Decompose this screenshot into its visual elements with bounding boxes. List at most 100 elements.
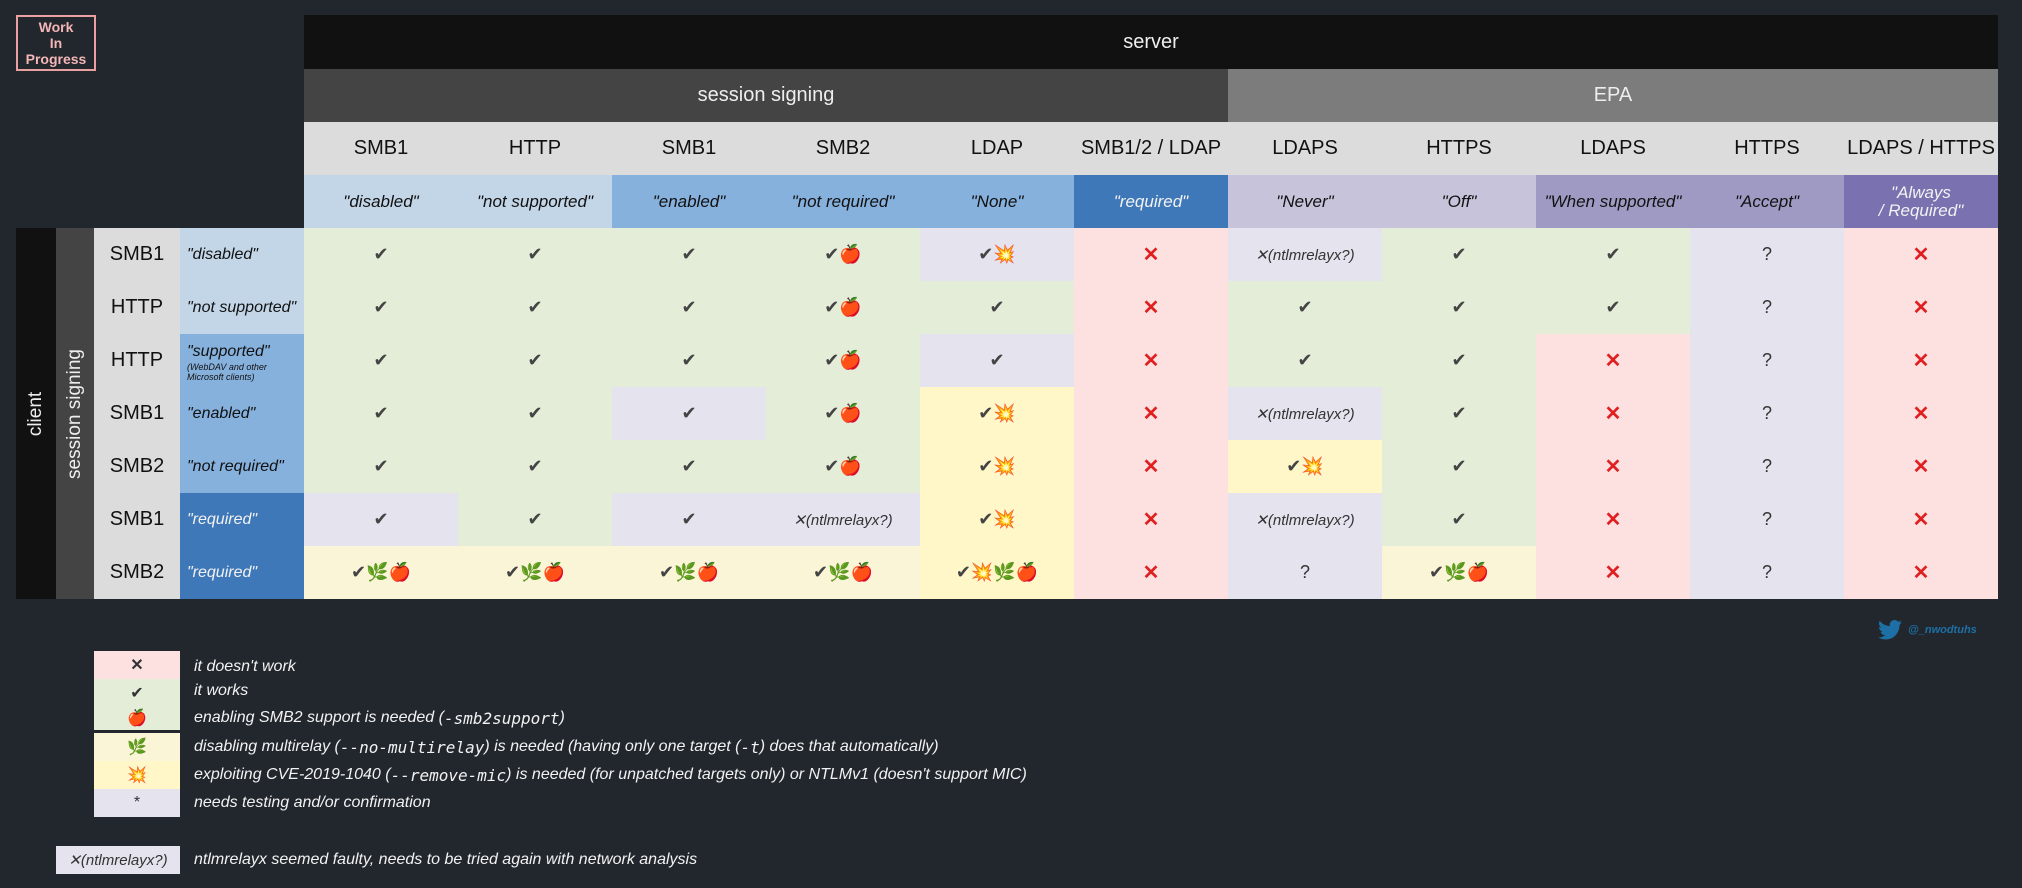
client-setting-value: "required": [180, 493, 304, 546]
matrix-cell: ✔: [1382, 228, 1536, 281]
matrix-cell: ✕: [1844, 546, 1998, 599]
legend-text-part: exploiting CVE-2019-1040 (: [194, 766, 391, 783]
matrix-cell: ✕: [1536, 546, 1690, 599]
matrix-cell: ✔: [612, 228, 766, 281]
client-protocol: SMB1: [94, 493, 180, 546]
legend-code: --remove-mic: [390, 765, 507, 785]
matrix-cell: ✕: [1536, 440, 1690, 493]
matrix-cell: ✔: [1228, 334, 1382, 387]
twitter-handle-link[interactable]: @_nwodtuhs: [1878, 618, 1977, 642]
server-setting-value: "None": [920, 175, 1074, 228]
matrix-cell: ?: [1690, 493, 1844, 546]
matrix-cell: ✔🌿🍎: [1382, 546, 1536, 599]
matrix-cell: ✔💥: [920, 387, 1074, 440]
matrix-cell: ✔🍎: [766, 281, 920, 334]
matrix-cell: ✕: [1536, 387, 1690, 440]
matrix-cell: ✕: [1074, 228, 1228, 281]
matrix-cell: ✕: [1844, 440, 1998, 493]
server-header: server: [304, 15, 1998, 69]
matrix-cell: ✔: [304, 334, 458, 387]
server-protocol-header: LDAP: [920, 122, 1074, 175]
legend-text-part: disabling multirelay (: [194, 738, 340, 755]
legend-code: -smb2support: [443, 708, 560, 728]
matrix-cell: ✔🍎: [766, 440, 920, 493]
server-protocol-header: LDAPS: [1228, 122, 1382, 175]
legend-text: it works: [194, 682, 249, 699]
client-protocol: HTTP: [94, 281, 180, 334]
matrix-cell: ✔🌿🍎: [304, 546, 458, 599]
server-setting-value: "disabled": [304, 175, 458, 228]
matrix-cell: ?: [1690, 334, 1844, 387]
server-protocol-header: SMB1: [612, 122, 766, 175]
matrix-cell: ✔: [1382, 281, 1536, 334]
client-session-signing-label: session signing: [64, 348, 86, 479]
legend-swatch: 💥: [94, 761, 180, 789]
matrix-cell: ✔🍎: [766, 334, 920, 387]
legend-swatch: 🍎: [94, 705, 180, 730]
legend-text: exploiting CVE-2019-1040 (--remove-mic) …: [194, 761, 1027, 789]
legend-text-part: ) does that automatically): [759, 738, 939, 755]
matrix-cell: ✕: [1536, 493, 1690, 546]
client-session-signing-header: session signing: [56, 228, 94, 599]
server-protocol-header: HTTP: [458, 122, 612, 175]
matrix-cell: ✕: [1074, 546, 1228, 599]
client-setting-value: "supported" (WebDAV and other Microsoft …: [180, 334, 304, 387]
matrix-cell: ✔: [612, 440, 766, 493]
server-protocol-header: HTTPS: [1690, 122, 1844, 175]
matrix-cell: ✔🌿🍎: [612, 546, 766, 599]
matrix-cell: ✔💥: [1228, 440, 1382, 493]
matrix-cell: ✔: [612, 334, 766, 387]
matrix-cell: ✔: [1382, 334, 1536, 387]
client-setting-value: "enabled": [180, 387, 304, 440]
server-setting-value: "Off": [1382, 175, 1536, 228]
matrix-cell: ✔: [458, 493, 612, 546]
matrix-cell: ✕: [1844, 334, 1998, 387]
twitter-icon: [1878, 620, 1902, 640]
matrix-cell: ✔: [1228, 281, 1382, 334]
server-setting-value: "enabled": [612, 175, 766, 228]
client-protocol: SMB1: [94, 387, 180, 440]
matrix-cell: ?: [1228, 546, 1382, 599]
matrix-cell: ✕: [1844, 281, 1998, 334]
matrix-cell: ✕: [1074, 281, 1228, 334]
legend-text-part: enabling SMB2 support is needed (: [194, 709, 444, 726]
matrix-cell: ✔🍎: [766, 228, 920, 281]
matrix-cell: ?: [1690, 387, 1844, 440]
matrix-cell: ✔: [1382, 440, 1536, 493]
matrix-cell: ✔: [304, 228, 458, 281]
server-setting-value: "Never": [1228, 175, 1382, 228]
matrix-cell: ✔: [920, 281, 1074, 334]
matrix-cell: ✔: [612, 281, 766, 334]
legend-code: --no-multirelay: [339, 737, 485, 757]
matrix-cell: ✔: [458, 281, 612, 334]
twitter-handle: @_nwodtuhs: [1908, 624, 1977, 636]
legend-swatch: 🌿: [94, 733, 180, 761]
client-setting-value: "not required": [180, 440, 304, 493]
matrix-cell: ✔: [304, 281, 458, 334]
matrix-cell: ✔: [920, 334, 1074, 387]
server-protocol-header: LDAPS / HTTPS: [1844, 122, 1998, 175]
legend-text: needs testing and/or confirmation: [194, 794, 431, 811]
work-in-progress-badge: Work In Progress: [16, 15, 96, 71]
matrix-cell: ✔💥: [920, 440, 1074, 493]
matrix-cell: ?: [1690, 228, 1844, 281]
legend-swatch: *: [94, 789, 180, 817]
matrix-cell: ✔: [1536, 228, 1690, 281]
matrix-cell: ✔💥: [920, 493, 1074, 546]
matrix-cell: ✔: [304, 440, 458, 493]
server-protocol-header: SMB1: [304, 122, 458, 175]
server-setting-value: "Accept": [1690, 175, 1844, 228]
matrix-cell: ✔: [304, 493, 458, 546]
server-setting-value: "Always / Required": [1844, 175, 1998, 228]
note-swatch: ✕(ntlmrelayx?): [56, 846, 180, 874]
legend-code: -t: [740, 737, 760, 757]
server-session-signing-header: session signing: [304, 69, 1228, 122]
server-protocol-header: SMB2: [766, 122, 920, 175]
matrix-cell: ✕: [1074, 440, 1228, 493]
client-label: client: [25, 391, 47, 436]
client-setting-label: "supported": [187, 343, 270, 360]
server-protocol-header: HTTPS: [1382, 122, 1536, 175]
matrix-cell: ✕: [1844, 387, 1998, 440]
matrix-cell: ✕: [1074, 493, 1228, 546]
legend-text: it doesn't work: [194, 658, 296, 675]
